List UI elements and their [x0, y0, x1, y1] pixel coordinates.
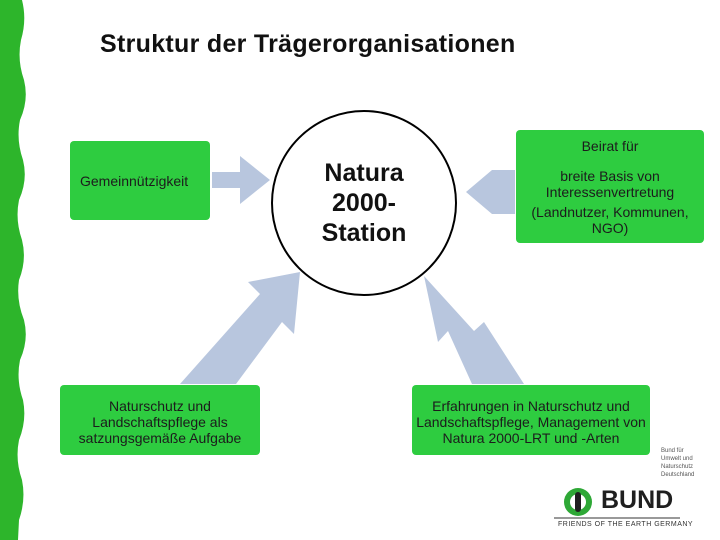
- bund-logo-tagline: FRIENDS OF THE EARTH GERMANY: [558, 521, 694, 528]
- box-naturschutz: Naturschutz und Landschaftspflege als sa…: [60, 385, 260, 455]
- bund-small-line: Naturschutz: [661, 464, 694, 470]
- bund-logo-name: BUND: [601, 486, 674, 514]
- box-naturschutz-label: Naturschutz und Landschaftspflege als sa…: [78, 398, 242, 446]
- slide-title: Struktur der Trägerorganisationen: [100, 30, 516, 58]
- arrow-bottom-right-to-center: [424, 276, 524, 384]
- bund-small-text: Bund für Umwelt und Naturschutz Deutschl…: [661, 447, 694, 479]
- bund-small-line: Deutschland: [661, 472, 695, 478]
- arrow-right-to-center: [466, 170, 515, 214]
- bund-small-line: Bund für: [661, 448, 684, 454]
- box-gemeinnuetzigkeit: Gemeinnützigkeit: [70, 141, 210, 220]
- beirat-line2: breite Basis von Interessenvertretung: [545, 168, 675, 200]
- beirat-line1: Beirat für: [581, 138, 639, 154]
- box-erfahrungen: Erfahrungen in Naturschutz und Landschaf…: [412, 385, 650, 455]
- box-erfahrungen-label: Erfahrungen in Naturschutz und Landschaf…: [416, 398, 646, 446]
- box-gemeinnuetzigkeit-label: Gemeinnützigkeit: [80, 172, 189, 189]
- center-circle: Natura 2000- Station: [271, 110, 457, 296]
- arrow-bottom-left-to-center: [180, 272, 300, 384]
- bund-logo-icon: [554, 488, 680, 519]
- beirat-line3: (Landnutzer, Kommunen, NGO): [531, 204, 689, 236]
- box-beirat: Beirat für breite Basis von Interessenve…: [516, 130, 704, 243]
- bund-small-line: Umwelt und: [661, 456, 693, 462]
- green-leaf-border: [0, 0, 26, 540]
- center-label: Natura 2000- Station: [321, 159, 407, 247]
- arrow-left-to-center: [212, 156, 270, 204]
